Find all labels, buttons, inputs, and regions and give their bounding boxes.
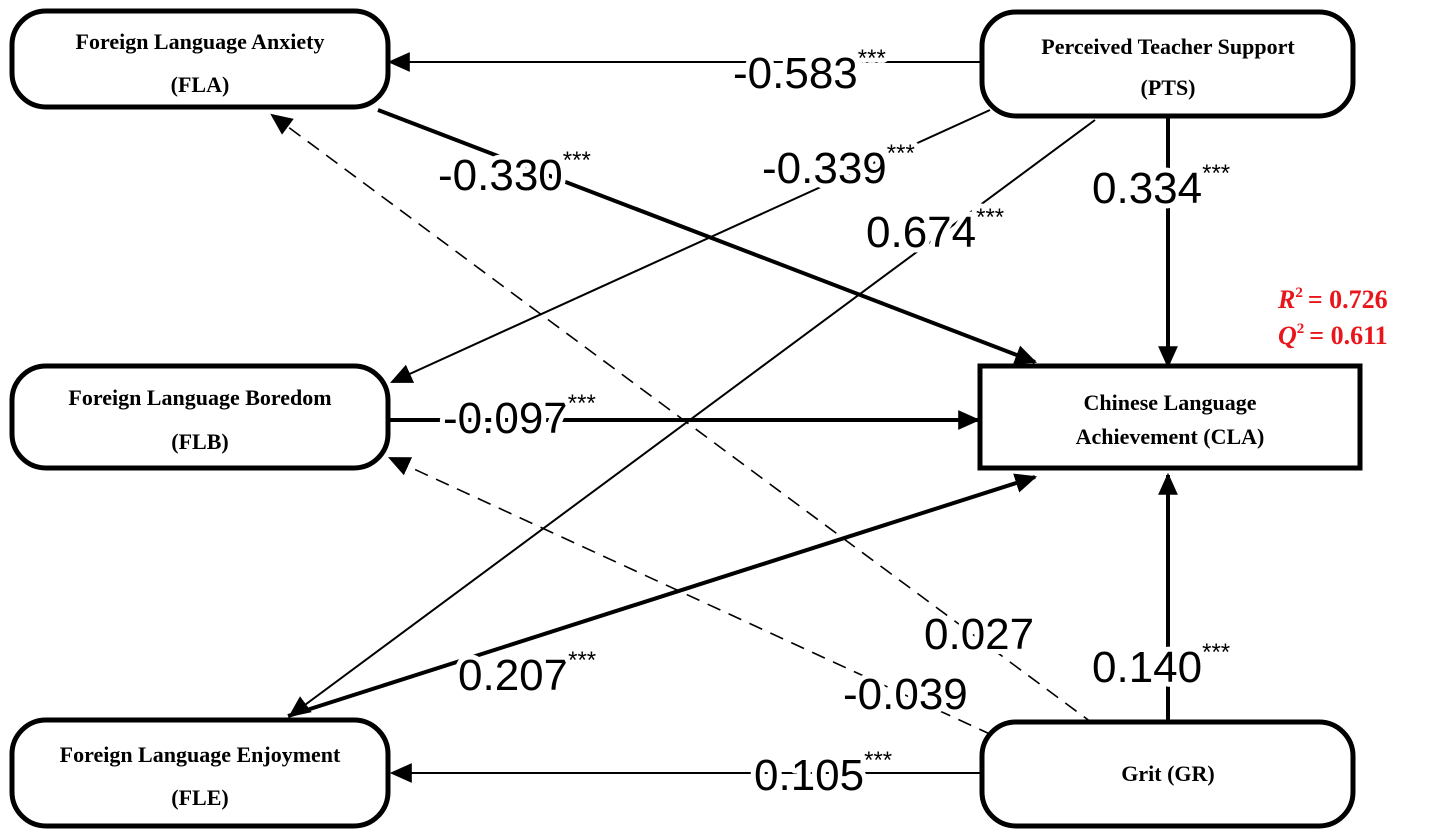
sig-gr-fle: *** [864,747,892,774]
coef-gr-cla: 0.140 [1092,643,1202,692]
model-fit: R2= 0.726 Q2= 0.611 [1277,285,1388,350]
coef-pts-fle: 0.674 [866,208,976,257]
node-gr-name: Grit (GR) [1121,761,1214,786]
node-fla: Foreign Language Anxiety (FLA) [9,8,391,110]
path-labels: -0.583*** -0.330*** -0.339*** 0.674*** 0… [433,40,1235,805]
node-cla-name-line1: Chinese Language [1084,390,1257,415]
sig-pts-cla: *** [1202,160,1230,187]
coef-gr-fla: 0.027 [924,610,1034,659]
node-flb-box [9,363,391,471]
sig-pts-fla: *** [858,45,886,72]
path-line-pts-flb [389,109,991,383]
path-line-fle-cla [287,473,1038,718]
q-squared: Q2= 0.611 [1278,321,1388,350]
node-gr-box [979,719,1356,829]
node-cla: Chinese Language Achievement (CLA) [977,363,1363,471]
node-flb-name: Foreign Language Boredom [68,385,331,410]
node-fla-box [9,8,391,110]
node-pts: Perceived Teacher Support (PTS) [979,9,1356,119]
sig-fle-cla: *** [568,647,596,674]
node-pts-box [979,9,1356,119]
path-line-fla-cla [377,108,1038,365]
node-fle-abbr: (FLE) [171,785,228,810]
q-squared-value: = 0.611 [1309,321,1387,350]
coef-fla-cla: -0.330 [438,151,563,200]
node-fle-name: Foreign Language Enjoyment [60,742,341,767]
node-fla-name: Foreign Language Anxiety [76,29,325,54]
coef-pts-cla: 0.334 [1092,164,1202,213]
path-line-gr-flb [388,457,993,736]
label-pts-cla: 0.334*** [1092,160,1230,213]
node-pts-abbr: (PTS) [1141,75,1196,100]
coef-pts-fla: -0.583 [733,49,858,98]
sig-pts-fle: *** [976,204,1004,231]
path-lines [270,52,1178,783]
coef-flb-cla: -0.097 [443,394,568,443]
label-fle-cla: 0.207*** [458,647,596,700]
r-squared-symbol: R [1277,285,1295,314]
r-squared-sup: 2 [1295,285,1303,301]
node-fle: Foreign Language Enjoyment (FLE) [9,717,391,829]
label-pts-fla: -0.583*** [733,45,886,98]
coef-pts-flb: -0.339 [762,144,887,193]
label-gr-fla: 0.027 [924,610,1034,659]
r-squared: R2 = 0.726 [1277,285,1388,314]
node-gr: Grit (GR) [979,719,1356,829]
node-flb: Foreign Language Boredom (FLB) [9,363,391,471]
sig-fla-cla: *** [563,147,591,174]
sig-flb-cla: *** [568,390,596,417]
label-pts-fle: 0.674*** [866,204,1004,257]
coef-fle-cla: 0.207 [458,651,568,700]
label-pts-flb: -0.339*** [762,140,915,193]
label-gr-cla: 0.140*** [1092,639,1230,692]
r-squared-value: = 0.726 [1308,285,1388,314]
q-squared-symbol: Q [1278,321,1297,350]
coef-gr-fle: 0.105 [754,751,864,800]
node-cla-name-line2: Achievement (CLA) [1076,424,1265,449]
label-flb-cla: -0.097*** [443,390,596,443]
q-squared-sup: 2 [1297,321,1305,337]
label-gr-flb: -0.039 [843,670,968,719]
sig-pts-flb: *** [887,140,915,167]
node-flb-abbr: (FLB) [171,429,228,454]
node-pts-name: Perceived Teacher Support [1041,34,1295,59]
coef-gr-flb: -0.039 [843,670,968,719]
label-fla-cla: -0.330*** [438,147,591,200]
node-cla-box [977,363,1363,471]
label-gr-fle: 0.105*** [754,747,892,800]
node-fle-box [9,717,391,829]
node-fla-abbr: (FLA) [171,72,230,97]
sig-gr-cla: *** [1202,639,1230,666]
